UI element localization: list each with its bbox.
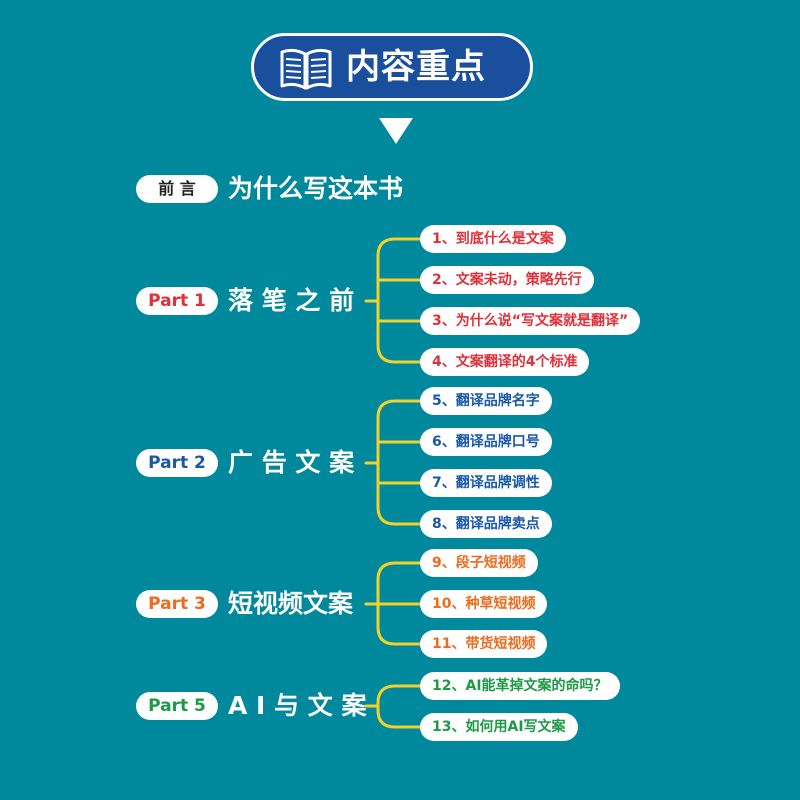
list-item: 9、段子短视频: [420, 549, 538, 577]
list-item: 1、到底什么是文案: [420, 225, 566, 253]
part1-heading: 落 笔 之 前: [228, 286, 355, 315]
list-item: 6、翻译品牌口号: [420, 428, 552, 456]
part5-label: Part 5: [136, 692, 218, 720]
list-item: 5、翻译品牌名字: [420, 387, 552, 415]
list-item: 8、翻译品牌卖点: [420, 510, 552, 538]
preface-heading: 为什么写这本书: [228, 174, 404, 203]
part2-heading: 广 告 文 案: [228, 448, 355, 477]
part5-heading: A I 与 文 案: [228, 691, 367, 720]
list-item: 7、翻译品牌调性: [420, 469, 552, 497]
list-item: 11、带货短视频: [420, 630, 548, 658]
arrow-down-icon: [379, 118, 413, 144]
part2-label: Part 2: [136, 449, 218, 477]
part1-label: Part 1: [136, 287, 218, 315]
list-item: 3、为什么说“写文案就是翻译”: [420, 307, 641, 335]
page-title: 内容重点: [346, 47, 486, 87]
book-icon: [280, 48, 332, 90]
part3-label: Part 3: [136, 590, 218, 618]
list-item: 4、文案翻译的4个标准: [420, 348, 590, 376]
title-badge: 内容重点: [251, 33, 533, 101]
preface-label: 前 言: [136, 175, 218, 203]
list-item: 12、AI能革掉文案的命吗？: [420, 672, 620, 700]
part3-heading: 短视频文案: [228, 589, 354, 618]
list-item: 10、种草短视频: [420, 590, 548, 618]
list-item: 13、如何用AI写文案: [420, 713, 578, 741]
list-item: 2、文案未动，策略先行: [420, 266, 594, 294]
